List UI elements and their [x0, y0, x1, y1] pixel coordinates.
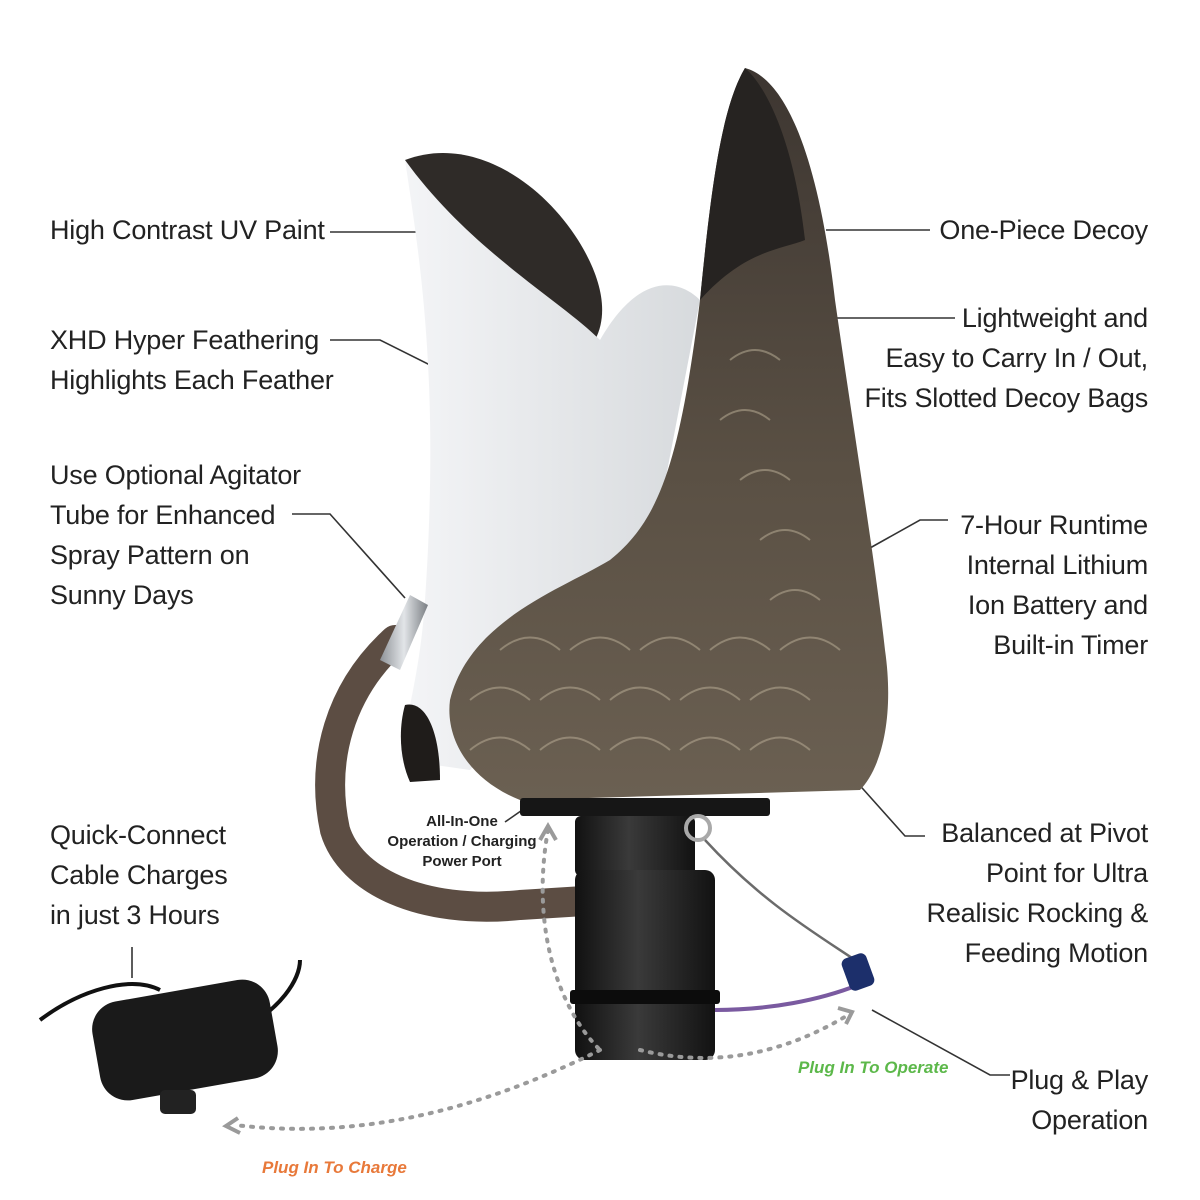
- leader-lines: [131, 229, 1010, 1076]
- callout-agitator-tube: Use Optional Agitator Tube for Enhanced …: [50, 460, 301, 610]
- callout-hyper-feathering: XHD Hyper Feathering Highlights Each Fea…: [50, 325, 334, 395]
- plug-wire: [714, 983, 859, 1012]
- callout-quick-connect: Quick-Connect Cable Charges in just 3 Ho…: [50, 820, 228, 930]
- arrow-power-port-icon: [538, 821, 558, 841]
- dotted-path-power-port: [540, 828, 602, 1052]
- arrow-operate-icon: [837, 1006, 855, 1025]
- callout-balanced: Balanced at Pivot Point for Ultra Realis…: [926, 818, 1149, 968]
- label-plug-in-to-charge: Plug In To Charge: [262, 1158, 407, 1177]
- leader-agitator: [292, 513, 406, 599]
- motor-cable: [704, 839, 856, 962]
- leader-balanced: [854, 779, 925, 837]
- agitator-tube: [315, 625, 615, 922]
- callout-power-port: All-In-One Operation / Charging Power Po…: [387, 813, 537, 870]
- charger-connector: [160, 1090, 196, 1114]
- callout-lightweight: Lightweight and Easy to Carry In / Out, …: [864, 303, 1148, 413]
- right-wing-tip: [700, 68, 805, 300]
- leader-runtime: [869, 519, 948, 549]
- motor-housing-lower: [575, 870, 715, 1060]
- pivot-ring: [684, 814, 712, 842]
- dotted-path-charge: [233, 1048, 602, 1131]
- charger-brick: [92, 979, 278, 1101]
- dotted-path-operate: [638, 1013, 850, 1060]
- label-plug-in-to-operate: Plug In To Operate: [798, 1058, 949, 1077]
- feather-texture: [469, 349, 841, 751]
- callout-one-piece: One-Piece Decoy: [939, 215, 1148, 245]
- callout-uv-paint: High Contrast UV Paint: [50, 215, 325, 245]
- right-wing: [449, 68, 889, 800]
- callout-runtime: 7-Hour Runtime Internal Lithium Ion Batt…: [960, 510, 1148, 660]
- wing-base-dark: [400, 704, 440, 782]
- motor-housing-top: [575, 816, 695, 876]
- callout-plug-play: Plug & Play Operation: [1010, 1065, 1149, 1135]
- motor-collar: [570, 990, 720, 1004]
- leader-plug-play: [871, 1009, 1010, 1076]
- base-plate: [520, 798, 770, 816]
- left-wing-white: [400, 160, 700, 770]
- arrow-charge-icon: [222, 1116, 241, 1135]
- left-wing-tip: [405, 152, 603, 340]
- operate-plug: [841, 953, 875, 991]
- agitator-tube-metal-tip: [380, 595, 428, 670]
